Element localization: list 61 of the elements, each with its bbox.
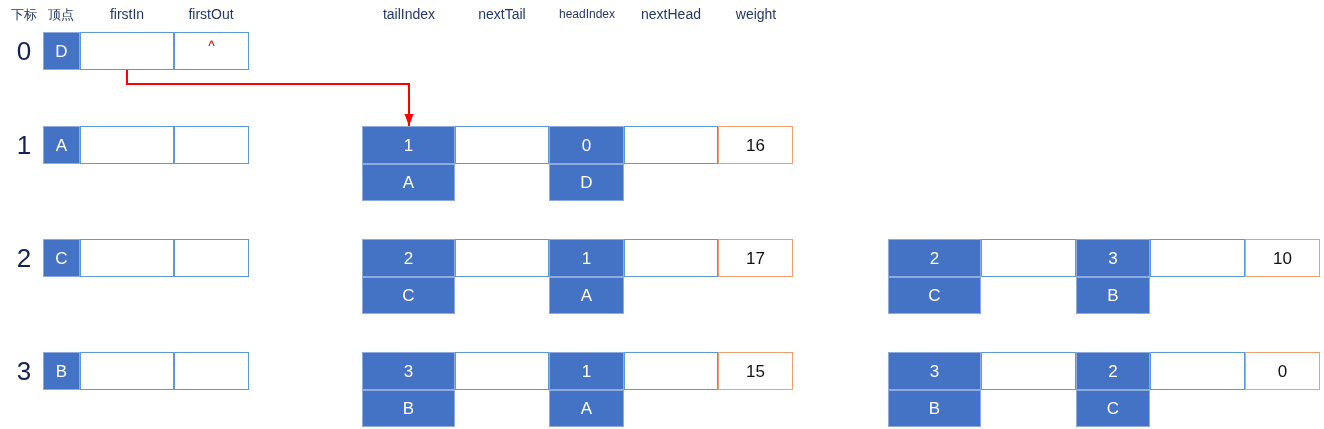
index-cell: 3	[362, 352, 455, 390]
row-index: 3	[16, 358, 32, 384]
column-header: firstIn	[109, 7, 145, 21]
index-cell: A	[549, 390, 624, 427]
column-header: headIndex	[558, 8, 616, 20]
weight-cell: 0	[1245, 352, 1320, 390]
index-cell: B	[1076, 277, 1150, 314]
column-header: tailIndex	[382, 7, 436, 21]
pointer-cell	[1150, 352, 1245, 390]
vertex-cell: A	[43, 126, 80, 164]
index-cell: C	[888, 277, 981, 314]
pointer-cell	[174, 239, 249, 277]
column-header: 顶点	[48, 7, 74, 21]
index-cell: 3	[888, 352, 981, 390]
column-header: nextTail	[478, 7, 526, 21]
pointer-cell	[174, 126, 249, 164]
weight-cell: 10	[1245, 239, 1320, 277]
pointer-cell	[80, 32, 174, 70]
index-cell: D	[549, 164, 624, 201]
column-header: weight	[735, 7, 777, 21]
index-cell: 2	[888, 239, 981, 277]
index-cell: A	[549, 277, 624, 314]
index-cell: 3	[1076, 239, 1150, 277]
index-cell: C	[362, 277, 455, 314]
index-cell: C	[1076, 390, 1150, 427]
pointer-cell	[80, 126, 174, 164]
index-cell: B	[362, 390, 455, 427]
column-header: firstOut	[188, 7, 234, 21]
index-cell: 1	[362, 126, 455, 164]
pointer-cell	[624, 126, 718, 164]
vertex-cell: B	[43, 352, 80, 390]
pointer-cell	[624, 352, 718, 390]
column-header: nextHead	[641, 7, 701, 21]
pointer-cell	[455, 239, 549, 277]
row-index: 2	[16, 245, 32, 271]
index-cell: 2	[1076, 352, 1150, 390]
index-cell: 1	[549, 239, 624, 277]
pointer-cell	[455, 126, 549, 164]
row-index: 0	[16, 38, 32, 64]
weight-cell: 17	[718, 239, 793, 277]
index-cell: 0	[549, 126, 624, 164]
index-cell: A	[362, 164, 455, 201]
vertex-cell: C	[43, 239, 80, 277]
weight-cell: 15	[718, 352, 793, 390]
pointer-cell	[80, 352, 174, 390]
pointer-cell	[1150, 239, 1245, 277]
arrow	[126, 69, 414, 127]
pointer-cell	[624, 239, 718, 277]
pointer-cell	[981, 239, 1076, 277]
pointer-cell	[80, 239, 174, 277]
pointer-cell	[455, 352, 549, 390]
weight-cell: 16	[718, 126, 793, 164]
index-cell: 2	[362, 239, 455, 277]
row-index: 1	[16, 132, 32, 158]
pointer-cell	[174, 352, 249, 390]
index-cell: B	[888, 390, 981, 427]
pointer-cell	[981, 352, 1076, 390]
pointer-cell: ^	[174, 32, 249, 70]
vertex-cell: D	[43, 32, 80, 70]
index-cell: 1	[549, 352, 624, 390]
column-header: 下标	[11, 7, 37, 21]
